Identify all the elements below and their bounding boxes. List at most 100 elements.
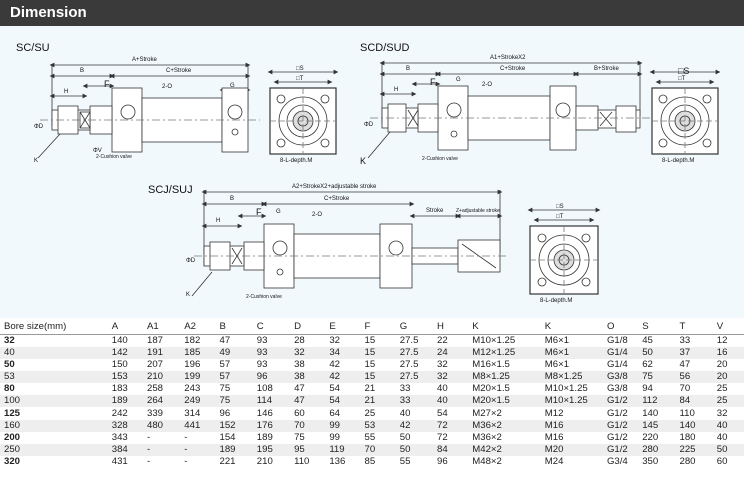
table-cell: 189 bbox=[252, 431, 291, 444]
bore-size-cell: 160 bbox=[0, 419, 108, 432]
table-cell: M20 bbox=[540, 444, 603, 457]
column-header: Bore size(mm) bbox=[0, 320, 108, 335]
scd-dim-d: ΦD bbox=[364, 122, 374, 128]
table-cell: 50 bbox=[395, 444, 434, 457]
scd-end-view bbox=[649, 69, 721, 155]
table-cell: 280 bbox=[675, 456, 713, 469]
table-cell: 142 bbox=[107, 346, 143, 359]
table-cell: 221 bbox=[215, 456, 253, 469]
table-cell: - bbox=[142, 431, 181, 444]
scj-dim-d: ΦD bbox=[186, 258, 196, 264]
table-cell: 140 bbox=[107, 334, 143, 347]
scj-dim-k: K bbox=[186, 292, 191, 298]
sc-dim-s: □S bbox=[296, 66, 304, 72]
sc-dim-d: ΦD bbox=[34, 124, 44, 130]
table-cell: 34 bbox=[325, 346, 361, 359]
table-cell: 60 bbox=[712, 456, 744, 469]
table-cell: 24 bbox=[433, 346, 469, 359]
table-cell: 114 bbox=[252, 395, 291, 408]
table-cell: 57 bbox=[215, 370, 253, 384]
table-cell: 189 bbox=[107, 395, 143, 408]
table-cell: 85 bbox=[360, 456, 396, 469]
table-cell: M42×2 bbox=[468, 444, 541, 457]
bore-size-cell: 125 bbox=[0, 407, 108, 420]
table-cell: 56 bbox=[675, 370, 713, 384]
column-header: B bbox=[215, 320, 253, 335]
scj-dim-l: 8-L-depth.M bbox=[540, 298, 573, 304]
table-cell: 84 bbox=[433, 444, 469, 457]
table-cell: 32 bbox=[325, 334, 361, 347]
table-cell: M8×1.25 bbox=[468, 370, 541, 384]
table-cell: G1/2 bbox=[602, 419, 639, 432]
scj-dim-c: C+Stroke bbox=[324, 196, 350, 202]
table-cell: 93 bbox=[252, 358, 291, 371]
table-cell: M36×2 bbox=[468, 419, 541, 432]
table-cell: 93 bbox=[252, 346, 291, 359]
table-cell: 28 bbox=[290, 334, 326, 347]
bore-size-cell: 32 bbox=[0, 334, 108, 347]
column-header: F bbox=[360, 320, 396, 335]
table-cell: M12×1.25 bbox=[468, 346, 541, 359]
scd-dim-h: H bbox=[394, 87, 399, 93]
column-header: G bbox=[395, 320, 434, 335]
scd-dim-o: 2-O bbox=[482, 82, 493, 88]
table-cell: M20×1.5 bbox=[468, 395, 541, 408]
scd-dim-t: □T bbox=[678, 76, 686, 82]
table-cell: M10×1.25 bbox=[540, 383, 603, 396]
dimension-table: Bore size(mm) A A1 A2 B C D E F G H K K … bbox=[0, 320, 744, 469]
table-cell: 384 bbox=[107, 444, 143, 457]
table-cell: 20 bbox=[712, 358, 744, 371]
table-cell: 47 bbox=[290, 395, 326, 408]
table-cell: M10×1.25 bbox=[540, 395, 603, 408]
table-cell: 62 bbox=[638, 358, 676, 371]
table-cell: 47 bbox=[675, 358, 713, 371]
table-cell: M16 bbox=[540, 419, 603, 432]
table-cell: 15 bbox=[360, 334, 396, 347]
table-cell: 243 bbox=[180, 383, 216, 396]
table-cell: 314 bbox=[180, 407, 216, 420]
table-cell: 187 bbox=[142, 334, 181, 347]
table-cell: 47 bbox=[290, 383, 326, 396]
scj-dim-a2: A2+StrokeX2+adjustable stroke bbox=[292, 184, 377, 190]
table-cell: 195 bbox=[252, 444, 291, 457]
table-cell: 153 bbox=[107, 370, 143, 384]
sc-cushion-valve: 2-Cushion valve bbox=[96, 154, 132, 160]
scd-side-view bbox=[367, 60, 650, 159]
table-cell: 182 bbox=[180, 334, 216, 347]
scd-dim-c: C+Stroke bbox=[500, 66, 526, 72]
table-cell: 50 bbox=[712, 444, 744, 457]
table-cell: 45 bbox=[638, 334, 676, 347]
table-cell: 96 bbox=[433, 456, 469, 469]
table-cell: 25 bbox=[712, 395, 744, 408]
table-cell: 264 bbox=[142, 395, 181, 408]
table-cell: 93 bbox=[252, 334, 291, 347]
table-cell: M6×1 bbox=[540, 358, 603, 371]
table-cell: 40 bbox=[395, 407, 434, 420]
sc-dim-h: H bbox=[64, 89, 69, 95]
column-header: A1 bbox=[142, 320, 181, 335]
table-cell: 32 bbox=[433, 370, 469, 384]
table-cell: 136 bbox=[325, 456, 361, 469]
column-header: A bbox=[107, 320, 143, 335]
table-cell: 75 bbox=[215, 383, 253, 396]
table-cell: 176 bbox=[252, 419, 291, 432]
table-cell: 32 bbox=[433, 358, 469, 371]
sc-dim-a: A+Stroke bbox=[132, 57, 157, 63]
table-cell: G1/4 bbox=[602, 358, 639, 371]
table-cell: 154 bbox=[215, 431, 253, 444]
table-cell: M16×1.5 bbox=[468, 358, 541, 371]
table-cell: G3/8 bbox=[602, 383, 639, 396]
table-cell: 70 bbox=[290, 419, 326, 432]
sc-dim-o: 2-O bbox=[162, 84, 173, 90]
table-cell: 27.5 bbox=[395, 370, 434, 384]
table-cell: 95 bbox=[290, 444, 326, 457]
column-header: D bbox=[290, 320, 326, 335]
scj-dim-o: 2-O bbox=[312, 212, 323, 218]
table-cell: 196 bbox=[180, 358, 216, 371]
bore-size-cell: 200 bbox=[0, 431, 108, 444]
table-cell: M16 bbox=[540, 431, 603, 444]
